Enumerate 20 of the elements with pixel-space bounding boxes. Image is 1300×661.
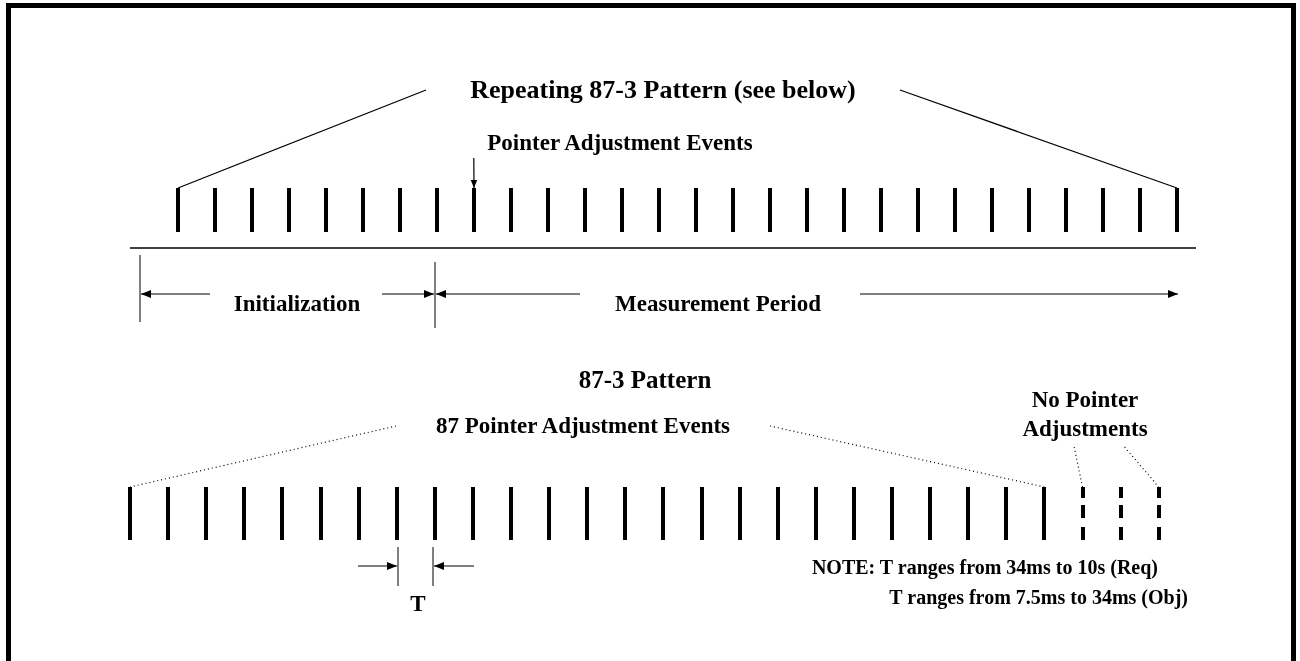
tick-mark xyxy=(128,487,132,540)
annotation-text: T xyxy=(409,590,427,618)
annotation-text: NOTE: T ranges from 34ms to 10s (Req) xyxy=(810,555,1158,580)
annotation-text: 87-3 Pattern xyxy=(577,365,713,395)
dashed-tick-mark xyxy=(1156,487,1161,540)
leader-line xyxy=(899,89,1178,189)
leader-line xyxy=(1124,446,1160,488)
leader-line xyxy=(769,425,1045,488)
dashed-tick-mark xyxy=(1080,487,1085,540)
tick-mark xyxy=(176,188,180,232)
tick-mark xyxy=(472,188,476,232)
leader-line xyxy=(177,89,427,189)
annotation-text: Measurement Period xyxy=(614,290,822,318)
annotation-text: T ranges from 7.5ms to 34ms (Obj) xyxy=(888,585,1188,610)
arrow xyxy=(470,157,478,189)
tick-mark xyxy=(1175,188,1179,232)
annotation-text: Initialization xyxy=(232,290,362,318)
leader-line xyxy=(129,425,397,488)
tick-mark xyxy=(1042,487,1047,540)
leader-line xyxy=(1073,446,1084,488)
